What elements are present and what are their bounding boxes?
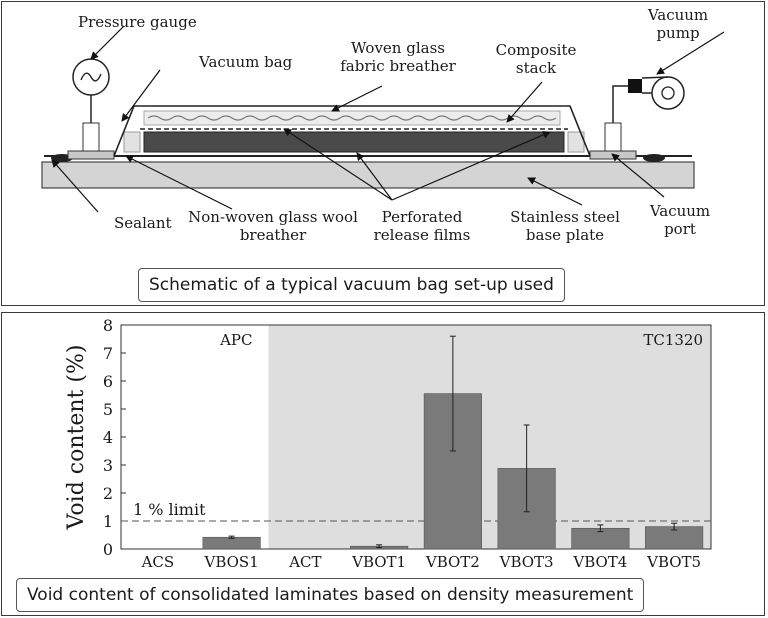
- label-vacuum-bag: Vacuum bag: [199, 53, 293, 71]
- vacuum-pump-icon: [651, 76, 685, 110]
- vacuum-pump-coupling: [628, 79, 642, 93]
- x-tick-label-vbot3: VBOT3: [499, 553, 554, 571]
- group-label-tc1320: TC1320: [643, 331, 703, 349]
- sealant-right: [643, 154, 665, 162]
- y-tick-label: 0: [103, 540, 113, 559]
- bar-vbos1: [202, 536, 261, 550]
- y-tick-label: 3: [103, 456, 113, 475]
- vacuum-bag: [113, 105, 591, 157]
- schematic-panel: Pressure gauge Vacuum bag Woven glass fa…: [1, 1, 765, 306]
- y-tick-label: 2: [103, 484, 113, 503]
- y-tick-label: 6: [103, 372, 113, 391]
- x-tick-label-vbot4: VBOT4: [572, 553, 627, 571]
- x-tick-label-act: ACT: [288, 553, 321, 571]
- label-sealant: Sealant: [114, 214, 172, 232]
- y-tick-label: 5: [103, 400, 113, 419]
- group-shaded-region: [268, 325, 711, 549]
- x-tick-label-acs: ACS: [141, 553, 175, 571]
- vacuum-bag-schematic: [41, 25, 725, 213]
- composite-stack: [143, 131, 565, 153]
- group-label-apc: APC: [219, 331, 252, 349]
- y-tick-label: 7: [103, 344, 113, 363]
- gauge-port-base: [67, 150, 115, 160]
- x-tick-label-vbot2: VBOT2: [425, 553, 480, 571]
- label-composite-stack: Composite stack: [495, 41, 577, 77]
- y-axis-label: Void content (%): [64, 345, 89, 531]
- chart-caption: Void content of consolidated laminates b…: [16, 578, 645, 612]
- label-nonwoven-breather: Non-woven glass wool breather: [188, 208, 358, 244]
- x-tick-label-vbos1: VBOS1: [203, 553, 258, 571]
- y-tick-label: 4: [103, 428, 113, 447]
- label-perforated-films: Perforated release films: [373, 208, 471, 244]
- schematic-caption: Schematic of a typical vacuum bag set-up…: [138, 268, 565, 302]
- label-vacuum-port: Vacuum port: [649, 202, 711, 238]
- y-tick-label: 8: [103, 316, 113, 335]
- label-base-plate: Stainless steel base plate: [510, 208, 620, 244]
- y-tick-label: 1: [103, 512, 113, 531]
- x-tick-label-vbot1: VBOT1: [351, 553, 406, 571]
- label-woven-breather: Woven glass fabric breather: [340, 39, 456, 75]
- label-vacuum-pump: Vacuum pump: [647, 6, 709, 42]
- x-tick-label-vbot5: VBOT5: [646, 553, 701, 571]
- limit-label: 1 % limit: [133, 500, 206, 519]
- label-pressure-gauge: Pressure gauge: [78, 13, 197, 31]
